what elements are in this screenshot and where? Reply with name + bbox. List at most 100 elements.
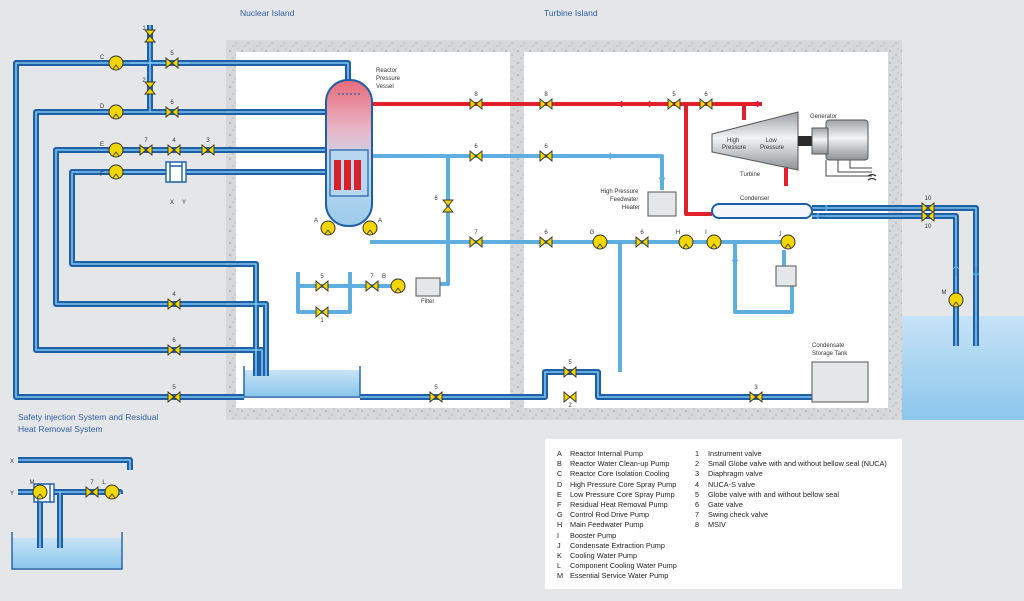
valve-icon (563, 366, 577, 378)
valve-icon (144, 29, 156, 43)
legend-text: Instrument valve (708, 449, 762, 458)
legend-row: 5 Globe valve with and without bellow sea… (695, 490, 887, 500)
legend-key: K (557, 550, 562, 560)
valve-icon (315, 306, 329, 318)
legend-text: Residual Heat Removal Pump (570, 499, 668, 509)
valve-tag: 4 (172, 138, 176, 144)
pump-tag: E (100, 142, 104, 148)
valve-tag: 8 (544, 92, 548, 98)
x-tag-small: X (10, 459, 14, 465)
legend-key: C (557, 469, 563, 479)
valve-icon (365, 280, 379, 292)
valve-tag: 1 (320, 318, 324, 324)
safety-injection-line: Heat Removal System (18, 424, 103, 434)
valve-icon (539, 236, 553, 248)
legend-row: B Reactor Water Clean-up Pump (557, 459, 677, 469)
legend-text: Globe valve with and without bellow seal (708, 489, 840, 499)
condensate-pump-box (775, 265, 797, 287)
valve-icon (469, 98, 483, 110)
valve-tag: 4 (172, 292, 176, 298)
pump-icon (108, 164, 124, 180)
valve-icon (165, 57, 179, 69)
pump-icon (948, 292, 964, 308)
pump-tag: F (100, 172, 104, 178)
partition-wall (510, 52, 524, 408)
valve-icon (201, 144, 215, 156)
pump-icon (108, 55, 124, 71)
valve-icon (667, 98, 681, 110)
legend-text: Booster Pump (570, 530, 617, 540)
legend-key: G (557, 510, 563, 520)
condenser (711, 203, 813, 219)
pump-tag: B (382, 274, 386, 280)
legend-row: C Reactor Core Isolation Cooling (557, 469, 677, 479)
valve-icon (699, 98, 713, 110)
valve-tag: 6 (172, 338, 176, 344)
valve-tag: 6 (474, 144, 478, 150)
valve-icon (469, 236, 483, 248)
valve-icon (139, 144, 153, 156)
legend-key: B (557, 459, 562, 469)
legend-key: I (557, 530, 560, 540)
legend-key: 2 (695, 459, 700, 469)
valve-icon (539, 150, 553, 162)
generator-label: Generator (810, 114, 837, 120)
legend-key: 5 (695, 489, 700, 499)
valve-icon (539, 98, 553, 110)
valve-icon (635, 236, 649, 248)
legend-row: H Main Feedwater Pump (557, 520, 677, 530)
pump-tag: G (590, 230, 595, 236)
fuel-assembly (344, 160, 351, 190)
legend-text: Essential Service Water Pump (570, 571, 669, 581)
generator (811, 119, 872, 177)
legend-text: Reactor Internal Pump (570, 449, 644, 458)
condenser-label: Condenser (740, 196, 769, 202)
legend-key: L (557, 561, 562, 571)
heat-exchanger-xy (165, 161, 187, 183)
valve-tag: 5 (434, 385, 438, 391)
flow-arrows (606, 100, 980, 278)
valve-tag: 7 (144, 138, 148, 144)
low-pressure-line: Pressure (760, 145, 785, 151)
valve-tag: 6 (640, 230, 644, 236)
legend-text: Reactor Water Clean-up Pump (570, 459, 670, 469)
valve-icon (167, 298, 181, 310)
legend-key: H (557, 520, 563, 530)
valve-tag: 5 (672, 92, 676, 98)
valve-tag: 10 (925, 196, 932, 202)
pump-tag: C (100, 55, 105, 61)
valve-tag: 6 (544, 144, 548, 150)
hp-feedwater-heater-label: High Pressure Feedwater Heater (600, 189, 640, 211)
pump-icon (362, 220, 378, 236)
legend-key: 6 (695, 499, 700, 509)
valve-tag: 6 (170, 100, 174, 106)
high-pressure-line: High (727, 138, 739, 144)
legend-text: Main Feedwater Pump (570, 520, 644, 530)
valve-tag: 6 (704, 92, 708, 98)
valve-icon (563, 391, 577, 403)
legend-text: Cooling Water Pump (570, 550, 638, 560)
filter-label: Filter (421, 299, 434, 305)
legend-text: Reactor Core Isolation Cooling (570, 469, 670, 479)
cooling-water-basin (902, 316, 1024, 420)
safety-injection-line: Safety injection System and Residual (18, 412, 158, 422)
legend-key: 3 (695, 469, 700, 479)
legend-text: Low Pressure Core Spray Pump (570, 489, 675, 499)
valve-tag: 7 (90, 480, 94, 486)
nuclear-island-title: Nuclear Island (240, 8, 295, 18)
legend-key: 1 (695, 449, 700, 458)
legend-key: D (557, 479, 563, 489)
turbine-island-room (524, 52, 888, 408)
pump-tag: M (30, 480, 35, 486)
